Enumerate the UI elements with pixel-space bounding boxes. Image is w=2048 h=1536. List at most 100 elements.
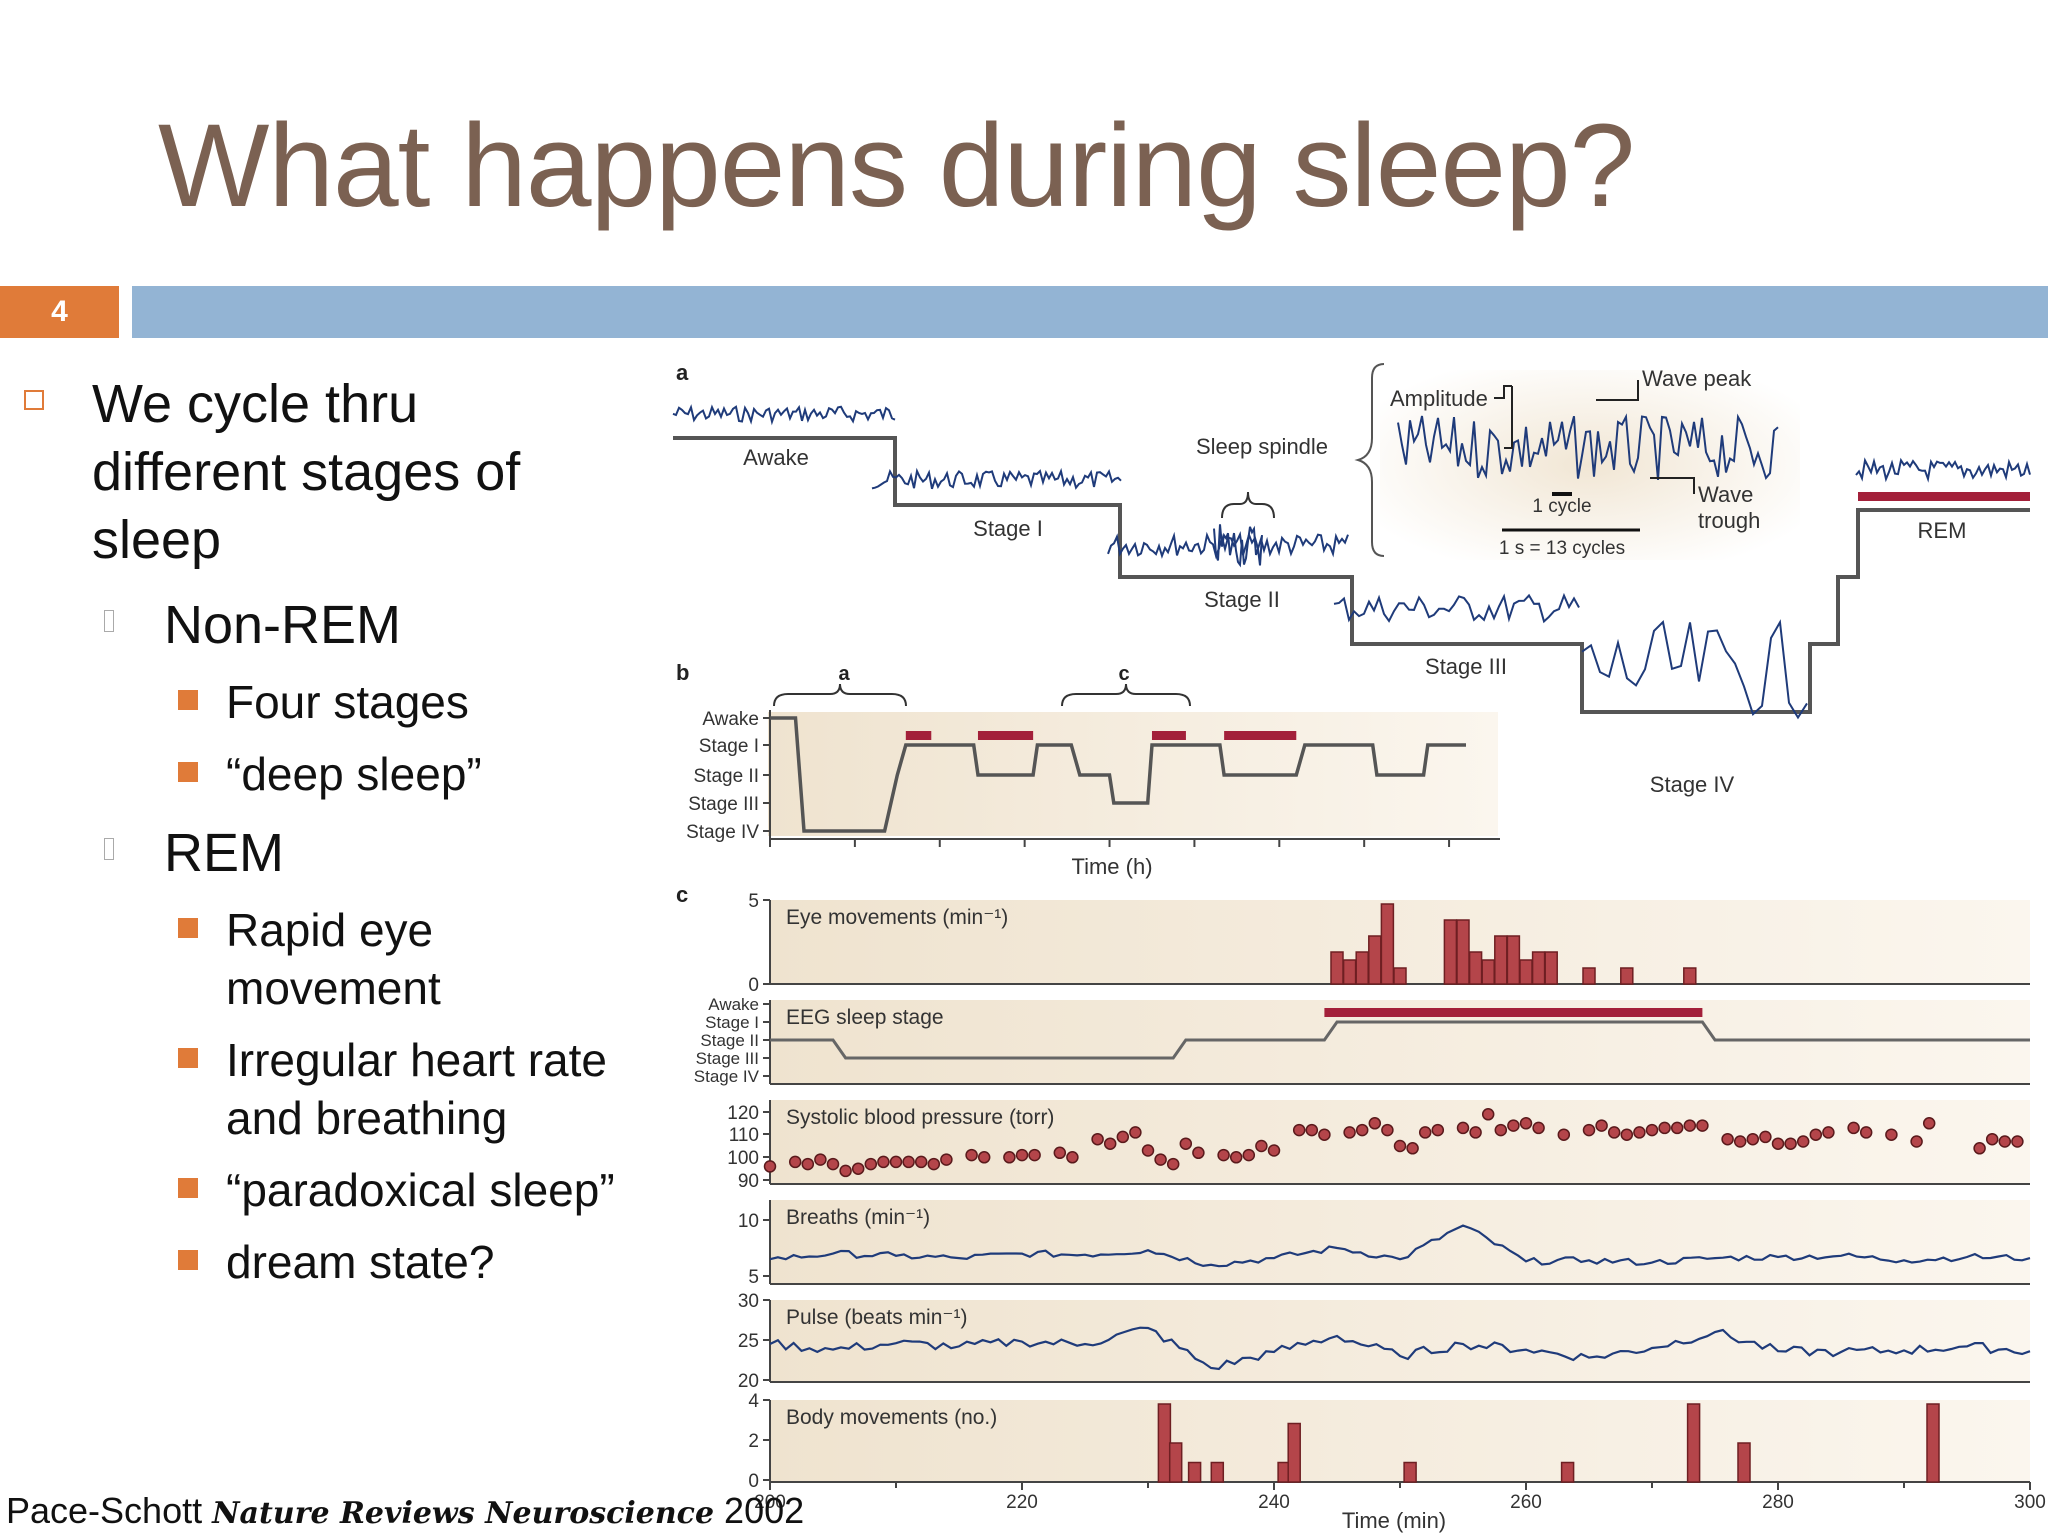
bullet-line: movement (226, 962, 441, 1014)
bullet-line: Irregular heart rate (226, 1034, 607, 1086)
panel-c-bp-point (1456, 1121, 1470, 1135)
panel-c-bp-point (1582, 1123, 1596, 1137)
panel-c-bp-point (1343, 1126, 1356, 1139)
panel-c-bp-point (763, 1160, 777, 1173)
panel-c-y-tick-label: 120 (727, 1103, 759, 1124)
bullet-four-stages: Four stages (226, 676, 469, 728)
panel-c-bp-point (1242, 1148, 1256, 1162)
panel-c-bp-point (1733, 1135, 1747, 1148)
panel-c-x-tick-label: 220 (1006, 1492, 1038, 1513)
sub-bullet-icon (104, 838, 114, 860)
citation-author: Pace-Schott (6, 1490, 203, 1531)
panel-c-bp-point (864, 1157, 878, 1171)
panel-c-bp-point (1645, 1123, 1659, 1137)
amplitude-marker (1494, 385, 1512, 399)
spindle-brace (1221, 491, 1275, 519)
panel-c-bp-point (1229, 1151, 1243, 1164)
label-wave-peak: Wave peak (1642, 366, 1752, 391)
panel-b-rem-bars (905, 731, 1297, 740)
panel-c-bp-point (1015, 1148, 1029, 1162)
panel-c-y-tick-label: 30 (738, 1291, 759, 1312)
brace-c-label: c (1118, 663, 1129, 685)
panel-b-y-tick-label: Stage II (694, 766, 760, 787)
panel-c-bar (1210, 1461, 1225, 1483)
panel-c-bar (1468, 951, 1483, 985)
panel-c-bp-point (1822, 1126, 1835, 1139)
panel-c-band-title: EEG sleep stage (786, 1006, 944, 1029)
panel-c-bp-point (851, 1162, 865, 1175)
panel-b-rem-bar (905, 731, 932, 740)
bullet-line: different stages of (92, 442, 521, 502)
panel-c-bp-point (1028, 1148, 1041, 1162)
panel-c-bar (1531, 951, 1546, 985)
label-sleep-spindle: Sleep spindle (1196, 434, 1328, 459)
panel-b-y-tick-label: Stage I (699, 736, 759, 757)
panel-c-bp-point (814, 1153, 827, 1166)
panel-c-y-tick-label: Stage III (696, 1049, 759, 1068)
title-divider-bar (132, 286, 2048, 338)
bullet-dream-state: dream state? (226, 1236, 495, 1288)
panel-c-bp-point (1267, 1144, 1281, 1157)
panel-c-bar (1287, 1422, 1301, 1483)
orange-square-bullet-icon (178, 1178, 198, 1198)
panel-c-eeg-stage-line (770, 1020, 2030, 1060)
wave-trough-pointer (1650, 477, 1695, 494)
panel-c-bp-point (1670, 1121, 1684, 1135)
panel-c-bp-point (1746, 1132, 1760, 1146)
amplitude-example-wave (1397, 413, 1779, 481)
panel-c-band-title: Breaths (min⁻¹) (786, 1206, 930, 1229)
panel-c-bp-point (1053, 1146, 1067, 1160)
bullet-line: Rapid eye (226, 904, 434, 956)
panel-c-bp-point (1910, 1135, 1923, 1148)
panel-c-bp-point (1771, 1137, 1785, 1150)
panel-c-bp-point (2011, 1135, 2024, 1148)
brace-a-label: a (838, 663, 850, 685)
panel-c-bp-point (1973, 1142, 1986, 1155)
panel-c-bp-point (1998, 1135, 2012, 1148)
panel-c-bp-point (877, 1155, 890, 1169)
panel-c-band-title: Systolic blood pressure (torr) (786, 1106, 1054, 1129)
panel-c-y-tick-label: 4 (748, 1391, 759, 1412)
hypnogram-stage-line (673, 436, 2030, 714)
panel-c-y-tick-label: 2 (748, 1431, 759, 1452)
bullet-line: and breathing (226, 1092, 508, 1144)
panel-a-letter: a (676, 360, 689, 385)
panel-c-bp-point (1683, 1119, 1697, 1132)
panel-c-x-tick-label: 300 (2014, 1492, 2046, 1513)
citation-journal: Nature Reviews Neuroscience (212, 1496, 715, 1531)
panel-c-bp-point (1507, 1119, 1520, 1132)
panel-b-y-tick-label: Stage IV (686, 822, 759, 843)
panel-c-bp-point (1607, 1126, 1621, 1139)
panel-c-y-tick-label: 5 (748, 891, 759, 912)
panel-c-band-title: Body movements (no.) (786, 1406, 997, 1429)
panel-c-bp-point (1985, 1132, 1999, 1146)
panel-c-bp-point (1217, 1148, 1230, 1162)
eeg-stage1-wave (871, 467, 1122, 490)
bullet-paradoxical-sleep: “paradoxical sleep” (226, 1164, 615, 1216)
panel-c-bp-point (1116, 1130, 1130, 1144)
panel-c-bp-point (927, 1157, 941, 1171)
panel-c-bp-point (1469, 1126, 1482, 1139)
panel-b-y-tick-label: Stage III (688, 794, 759, 815)
orange-square-bullet-icon (178, 690, 198, 710)
panel-c-bar (1620, 967, 1634, 985)
panel-c-bar (1494, 935, 1508, 985)
panel-c-x-tick-label: 260 (1510, 1492, 1542, 1513)
panel-c-x-tick-label: 280 (1762, 1492, 1794, 1513)
panel-c-bar (1481, 959, 1495, 985)
panel-c-bp-point (914, 1155, 928, 1169)
panel-c-bp-point (1859, 1126, 1873, 1139)
panel-c-band-background (770, 1400, 2030, 1482)
label-scale: 1 s = 13 cycles (1499, 538, 1625, 559)
panel-b-rem-bar (977, 731, 1034, 740)
amplitude-marker (1504, 386, 1513, 449)
panel-c-bar (1168, 1442, 1183, 1483)
panel-c-letter: c (676, 882, 688, 907)
citation-year: 2002 (724, 1490, 805, 1531)
panel-c-bp-point (1595, 1119, 1608, 1132)
panel-c-bp-point (1066, 1151, 1079, 1164)
panel-c-bp-point (1620, 1128, 1634, 1141)
panel-c-bp-point (1418, 1126, 1432, 1139)
panel-c-bp-point (1192, 1146, 1205, 1160)
